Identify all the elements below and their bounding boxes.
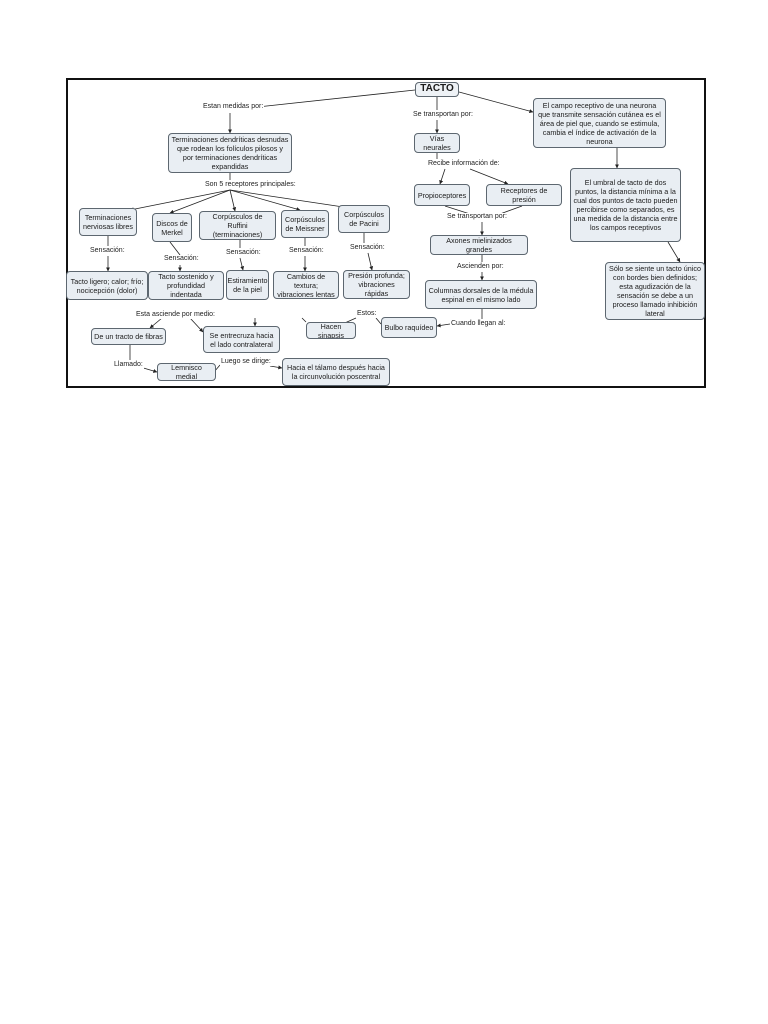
node-columnas-dorsales: Columnas dorsales de la médula espinal e… [425,280,537,309]
link-sensacion-5: Sensación: [349,244,386,253]
link-se-transportan-2: Se transportan por: [446,213,508,222]
node-bulbo: Bulbo raquídeo [381,317,437,338]
link-sensacion-3: Sensación: [225,249,262,258]
link-llamado: Llamado: [113,361,144,370]
node-meissner: Corpúsculos de Meissner [281,210,329,238]
node-talamo: Hacia el tálamo después hacia la circunv… [282,358,390,386]
link-son-5: Son 5 receptores principales: [204,181,297,190]
node-propioceptores: Propioceptores [414,184,470,206]
node-terminaciones-dendriticas: Terminaciones dendríticas desnudas que r… [168,133,292,173]
link-sensacion-4: Sensación: [288,247,325,256]
node-terminaciones-libres: Terminaciones nerviosas libres [79,208,137,236]
node-solo-se-siente: Sólo se siente un tacto único con bordes… [605,262,705,320]
node-vias-neurales: Vías neurales [414,133,460,153]
link-esta-asciende: Esta asciende por medio: [135,311,216,320]
node-ruffini: Corpúsculos de Ruffini (terminaciones) [199,211,276,240]
node-tracto-fibras: De un tracto de fibras [91,328,166,345]
node-tacto-sostenido: Tacto sostenido y profundidad indentada [148,271,224,300]
link-ascienden-por: Ascienden por: [456,263,505,272]
node-tacto: TACTO [415,82,459,97]
node-estiramiento: Estiramiento de la piel [226,270,269,300]
link-sensacion-1: Sensación: [89,247,126,256]
link-sensacion-2: Sensación: [163,255,200,264]
node-tacto-ligero: Tacto ligero; calor; frío; nocicepción (… [66,271,148,300]
node-discos-merkel: Discos de Merkel [152,213,192,242]
link-luego-dirige: Luego se dirige: [220,358,272,367]
node-presion-profunda: Presión profunda; vibraciones rápidas [343,270,410,299]
link-se-transportan: Se transportan por: [412,111,474,120]
link-estan-medidas: Estan medidas por: [202,103,265,112]
link-estos: Estos: [356,310,378,319]
node-receptores-presion: Receptores de presión [486,184,562,206]
node-hacen-sinapsis: Hacen sinapsis [306,322,356,339]
node-pacini: Corpúsculos de Pacini [338,205,390,233]
node-entrecruza: Se entrecruza hacia el lado contralatera… [203,326,280,353]
node-umbral: El umbral de tacto de dos puntos, la dis… [570,168,681,242]
node-cambios-textura: Cambios de textura; vibraciones lentas [273,271,339,299]
node-campo-receptivo: El campo receptivo de una neurona que tr… [533,98,666,148]
node-lemnisco: Lemnisco medial [157,363,216,381]
link-cuando-llegan: Cuando llegan al: [450,320,507,329]
node-axones: Axones mielinizados grandes [430,235,528,255]
link-recibe-info: Recibe información de: [427,160,501,169]
